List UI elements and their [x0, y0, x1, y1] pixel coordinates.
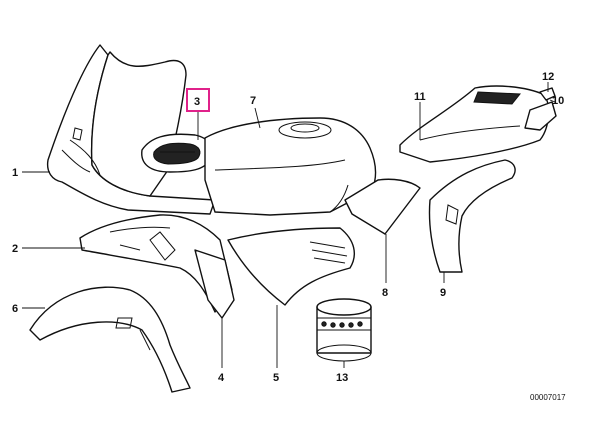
part-5-lower-side-panel[interactable] [227, 227, 356, 306]
leader-lines [22, 82, 556, 368]
highlight-box-part-3 [186, 88, 210, 112]
label-part-13: 13 [336, 372, 348, 384]
label-part-11: 11 [414, 91, 426, 103]
label-part-2: 2 [12, 243, 18, 255]
part-13-can[interactable] [316, 298, 372, 362]
label-part-9: 9 [440, 287, 446, 299]
label-part-3[interactable]: 3 [194, 96, 200, 108]
label-part-1: 1 [12, 167, 18, 179]
part-10-bracket[interactable] [524, 101, 557, 131]
label-part-7: 7 [250, 95, 256, 107]
label-part-4: 4 [218, 372, 225, 384]
reference-number: 00007017 [530, 393, 566, 402]
label-part-6: 6 [12, 303, 18, 315]
label-part-8: 8 [382, 287, 388, 299]
part-3-insert[interactable] [141, 133, 213, 173]
part-1-fairing[interactable] [46, 44, 216, 215]
part-6-front-mudguard[interactable] [29, 286, 191, 393]
part-4-lower-panel[interactable] [194, 249, 235, 319]
label-part-5: 5 [273, 372, 279, 384]
part-8-side-cover[interactable] [344, 178, 421, 235]
part-9-rear-mudguard[interactable] [428, 159, 516, 273]
label-part-12: 12 [542, 71, 554, 83]
label-part-10: 10 [552, 95, 564, 107]
